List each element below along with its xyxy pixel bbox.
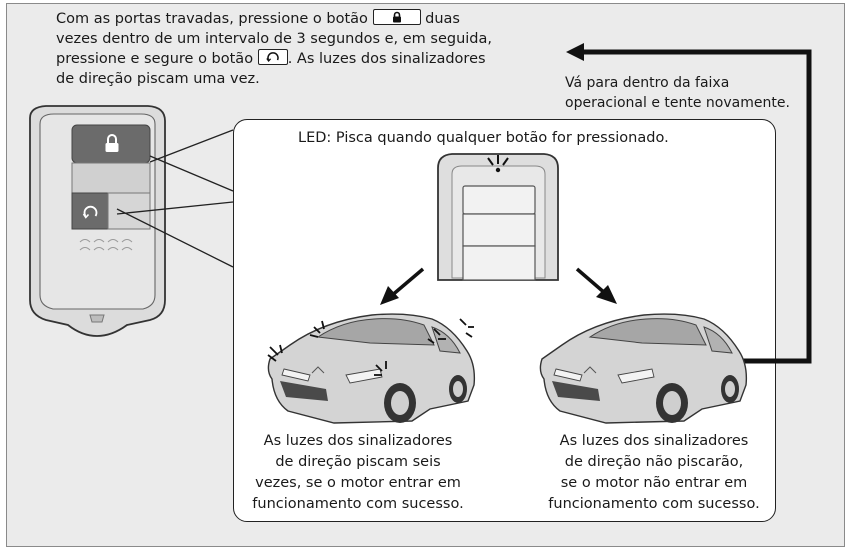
instruction-line-3b: . As luzes dos sinalizadores	[287, 51, 486, 67]
success-caption: As luzes dos sinalizadores de direção pi…	[228, 431, 488, 515]
success-caption-line-4: funcionamento com sucesso.	[252, 496, 464, 512]
retry-note-line-1: Vá para dentro da faixa	[565, 75, 730, 91]
padlock-icon	[392, 11, 401, 23]
failure-caption-line-3: se o motor não entrar em	[560, 475, 748, 491]
led-blink-marks	[487, 155, 509, 166]
fob-start-button-icon	[82, 205, 98, 219]
retry-loop-arrow	[566, 43, 812, 364]
car-not-blinking	[539, 313, 748, 424]
instruction-line-4: de direção piscam uma vez.	[56, 71, 260, 87]
fob-callout-lines	[116, 129, 234, 268]
success-caption-line-2: de direção piscam seis	[275, 454, 441, 470]
key-fob	[29, 105, 234, 337]
led-label: LED: Pisca quando qualquer botão for pre…	[298, 130, 669, 146]
instruction-text: Com as portas travadas, pressione o botã…	[56, 9, 556, 89]
fob-lock-button-icon	[105, 134, 119, 152]
instruction-line-1b: duas	[425, 11, 460, 27]
failure-caption-line-4: funcionamento com sucesso.	[548, 496, 760, 512]
led-key-fob	[437, 153, 559, 281]
car-blinking	[267, 313, 476, 424]
arrow-to-success	[380, 267, 425, 305]
instruction-line-1a: Com as portas travadas, pressione o botã…	[56, 11, 368, 27]
failure-caption-line-1: As luzes dos sinalizadores	[559, 433, 749, 449]
retry-note-line-2: operacional e tente novamente.	[565, 95, 790, 111]
arrow-to-failure	[575, 267, 617, 304]
turn-signal-blink-marks	[267, 318, 474, 376]
lock-button-symbol	[372, 9, 421, 25]
instruction-line-2: vezes dentro de um intervalo de 3 segund…	[56, 31, 492, 47]
success-caption-line-3: vezes, se o motor entrar em	[255, 475, 461, 491]
start-button-symbol	[257, 49, 288, 65]
retry-note: Vá para dentro da faixa operacional e te…	[565, 73, 805, 113]
failure-caption: As luzes dos sinalizadores de direção nã…	[512, 431, 796, 515]
remote-start-icon	[265, 52, 279, 63]
success-caption-line-1: As luzes dos sinalizadores	[263, 433, 453, 449]
failure-caption-line-2: de direção não piscarão,	[564, 454, 744, 470]
instruction-line-3a: pressione e segure o botão	[56, 51, 254, 67]
